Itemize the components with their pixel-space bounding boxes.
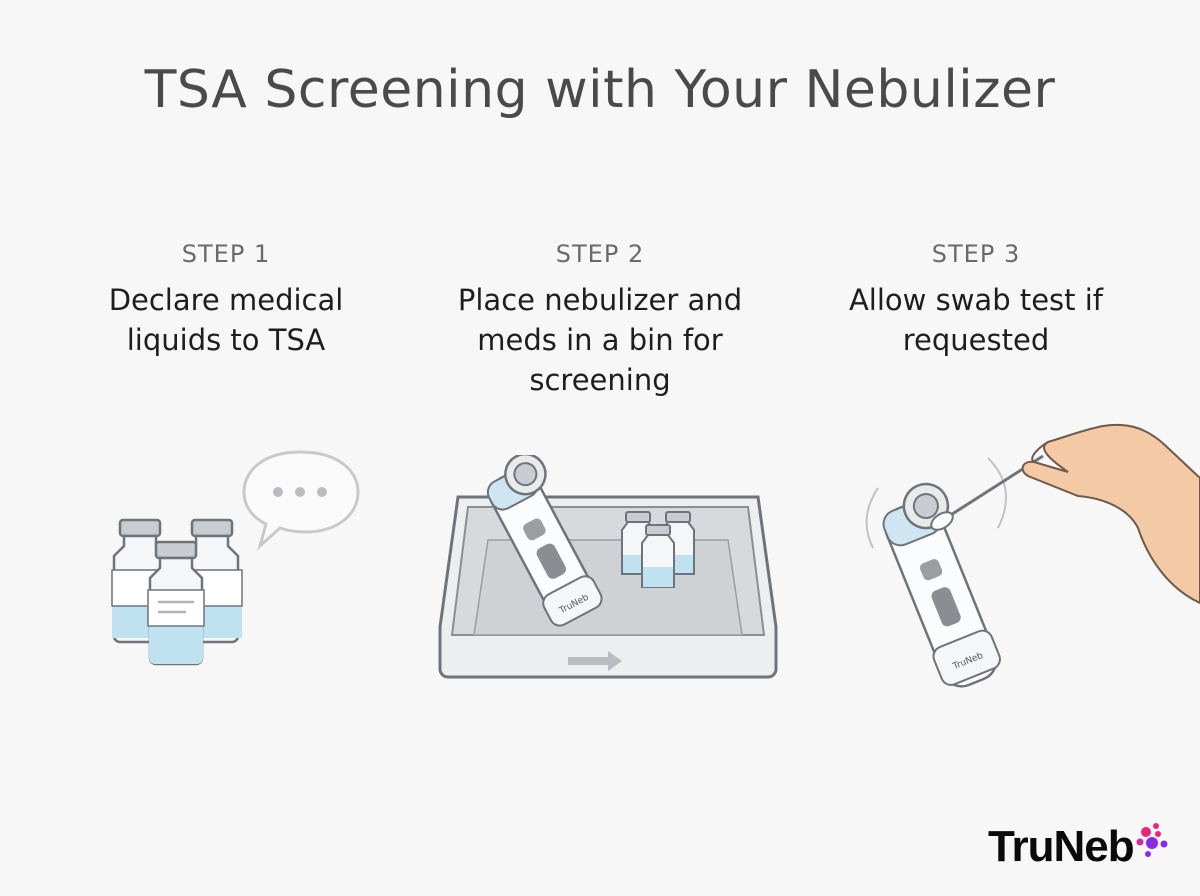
step-2: STEP 2 Place nebulizer and meds in a bin… — [430, 240, 770, 400]
step-description: Place nebulizer and meds in a bin for sc… — [457, 283, 743, 397]
step-3: STEP 3 Allow swab test if requested — [806, 240, 1146, 360]
vial-icon — [621, 511, 695, 588]
step-1: STEP 1 Declare medical liquids to TSA — [56, 240, 396, 360]
screening-bin-illustration: TruNeb — [438, 455, 778, 679]
speech-bubble-icon — [242, 450, 360, 551]
swab-test-illustration: TruNeb — [865, 423, 1200, 688]
arrow-right-icon — [568, 651, 622, 671]
step-label: STEP 2 — [555, 240, 645, 268]
step-label: STEP 3 — [931, 240, 1021, 268]
nebulizer-icon: TruNeb — [486, 455, 603, 627]
nebulizer-icon: TruNeb — [882, 482, 1001, 688]
page-title: TSA Screening with Your Nebulizer — [144, 60, 1056, 120]
logo-dots-icon — [1136, 823, 1168, 857]
hand-icon — [1021, 423, 1200, 605]
bin-icon — [438, 495, 778, 679]
vials-speech-bubble-illustration — [111, 450, 360, 666]
step-description: Declare medical liquids to TSA — [108, 283, 344, 357]
truneb-logo: TruNeb — [988, 822, 1170, 872]
logo-text: TruNeb — [988, 822, 1135, 871]
step-description: Allow swab test if requested — [848, 283, 1104, 357]
motion-lines-icon — [865, 487, 879, 549]
vial-icon — [147, 540, 205, 666]
step-label: STEP 1 — [181, 240, 271, 268]
